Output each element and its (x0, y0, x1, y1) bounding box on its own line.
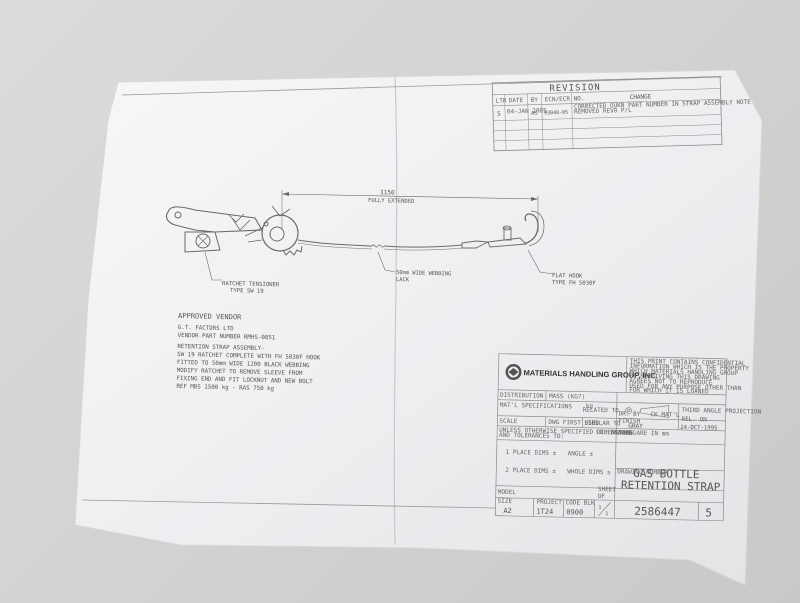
dr-by-label: DR. BY (619, 410, 641, 417)
related-label: RELATED TO (583, 407, 620, 415)
ck-matl-label: CK MAT'L (651, 411, 680, 419)
distribution-label: DISTRIBUTION (500, 392, 544, 400)
notice-2: INFORMATION WHICH IS THE PROPERTY (630, 363, 750, 373)
notice-3: WHICH MATERIALS HANDLING GROUP (629, 368, 738, 377)
rel-label: REL. ON (681, 416, 707, 424)
spec-line-6: REF MBS 1500 kg - RAS 750 kg (176, 384, 274, 392)
fully-extended-label: FULLY EXTENDED (368, 198, 414, 205)
angle-dims: ANGLE ± (568, 450, 594, 458)
fold-crease (393, 74, 398, 546)
vendor-title: APPROVED VENDOR (178, 312, 242, 322)
rev-col-date: DATE (509, 97, 524, 104)
spec-line-2: SW 19 RATCHET COMPLETE WITH FH 5030F HOO… (177, 352, 321, 362)
vendor-line-1: G.T. FACTORS LTD (178, 325, 234, 332)
tolerance-note-1: UNLESS OTHERWISE SPECIFIED DIMENSIONS AR… (499, 427, 669, 438)
similar-label: SIMILAR TO (584, 420, 621, 428)
dimension-length: 1150 (380, 189, 395, 196)
rev-row-ecn: 93048-05 (544, 110, 568, 117)
notice-7: FOR WHICH IT IS LOANED (629, 387, 709, 396)
vendor-note: APPROVED VENDOR G.T. FACTORS LTD VENDOR … (176, 312, 321, 392)
date-value: 24-OCT-1995 (680, 425, 717, 432)
matl-spec-label: MAT'L SPECIFICATIONS (500, 402, 573, 411)
company-name: MATERIALS HANDLING GROUP, INC. (523, 368, 657, 380)
spec-line-5: FIXING END AND FIT LOCKNUT AND NEW BOLT (176, 376, 313, 385)
hook-type: TYPE FH 5030F (552, 280, 597, 287)
spec-line-1: RETENTION STRAP ASSEMBLY- (177, 344, 264, 352)
third-angle-label: THIRD ANGLE PROJECTION (682, 407, 762, 416)
frame-bottom (81, 499, 496, 509)
whole-dims: WHOLE DIMS ± (567, 468, 611, 476)
webbing-label: 50mm WIDE WEBBING (396, 270, 451, 277)
notice-6: USED FOR ANY PURPOSE OTHER THAN (629, 383, 741, 393)
notice-1: THIS PRINT CONTAINS CONFIDENTIAL (630, 358, 746, 368)
drawing-name-1: GAS BOTTLE (633, 467, 700, 481)
drawing-name-2: RETENTION STRAP (621, 478, 721, 493)
vendor-line-2: VENDOR PART NUMBER RMHS-0851 (178, 333, 276, 341)
frame-border (121, 76, 723, 96)
ratchet-label: RATCHET TENSIONER (222, 281, 280, 288)
scale-label: SCALE (499, 418, 518, 425)
spec-line-3: FITTED TO 50mm WIDE 1200 BLACK WEBBING (177, 360, 310, 369)
code-value: 0900 (566, 508, 583, 516)
rev-col-change: CHANGE (630, 93, 652, 101)
rev-row-change-2: REMOVED REV0 P/L (574, 107, 632, 116)
rev-col-ltr: LTR (496, 97, 507, 104)
cr-drawing-label: CR. DRAWING (596, 429, 636, 437)
one-place-dims: 1 PLACE DIMS ± (506, 449, 557, 457)
project-label: PROJECT (536, 499, 562, 507)
finish-label: FINISH (618, 417, 640, 424)
revision-value: 5 (705, 506, 712, 519)
two-place-dims: 2 PLACE DIMS ± (505, 467, 556, 475)
rev-col-by: BY (531, 97, 539, 104)
rev-row-change-1: CORRECTED OUKN PART NUMBER IN STRAP ASSE… (574, 99, 752, 111)
dwg-first-label: DWG FIRST USED (548, 419, 599, 427)
sheet-value: 1 (598, 505, 601, 511)
ratchet-type: TYPE SW 19 (230, 288, 264, 295)
drawing-number-label: DRAWING NUMBER (617, 468, 668, 476)
paper-sheet (74, 69, 763, 586)
finish-value: GRAY (628, 423, 643, 430)
rev-col-ecn: ECN/ECR NO. (545, 95, 585, 103)
revision-title: REVISION (549, 83, 601, 94)
drawing-number: 2586447 (634, 505, 681, 519)
tolerance-note-2: AND TOLERANCES TO: (499, 432, 564, 440)
code-label: CODE BLK (565, 499, 594, 507)
notice-4: BY RECEIVING THIS DRAWING (629, 373, 720, 382)
title-block: MATERIALS HANDLING GROUP, INC. THIS PRIN… (494, 353, 762, 522)
size-label: SIZE (498, 498, 513, 505)
sheet-label: SHEET (598, 486, 617, 493)
hook-label: FLAT HOOK (552, 273, 583, 280)
project-value: 1T24 (536, 508, 553, 516)
notice-5: AGREES NOT TO REPRODUCE (629, 378, 713, 387)
strap-assembly-drawing (165, 190, 554, 281)
revision-table: REVISION LTR DATE BY ECN/ECR NO. CHANGE … (491, 76, 752, 152)
size-value: A2 (503, 507, 512, 515)
spec-line-4: MODIFY RATCHET TO REMOVE SLEEVE FROM (177, 368, 303, 377)
name-label: NAME (618, 429, 633, 436)
rev-row-ltr: 5 (497, 111, 501, 118)
rev-row-date: 04-JAN 2005 (507, 107, 547, 115)
projection-symbol (625, 405, 670, 418)
sheet-of: OF (598, 493, 606, 500)
mass-label: MASS (KG?) (549, 393, 585, 401)
webbing-label-2: LACK (396, 277, 410, 283)
model-label: MODEL (498, 489, 517, 496)
rev-row-by: AS (531, 111, 537, 117)
sheet-total: 1 (605, 511, 608, 517)
mass-unit: kg (586, 403, 594, 410)
